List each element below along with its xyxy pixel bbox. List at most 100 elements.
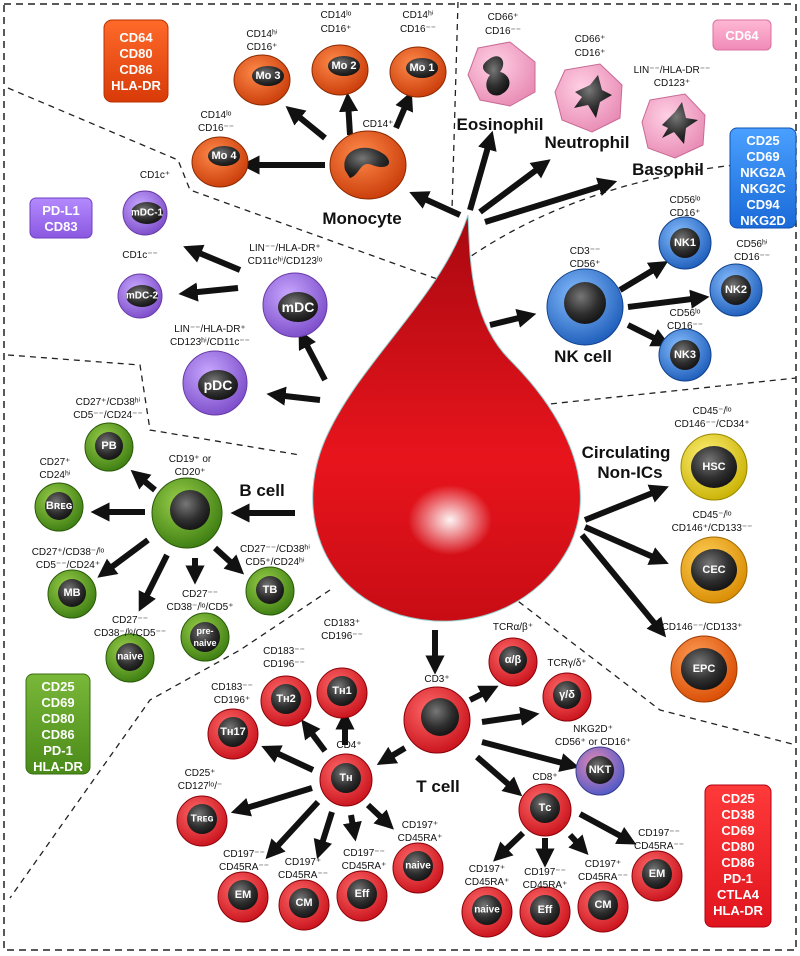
mo3-marker-2: CD16⁺ [247, 42, 278, 53]
mo4-marker-2: CD16⁻⁻ [198, 123, 234, 134]
non-ic-label-2: Non-ICs [597, 463, 662, 482]
nk-label: NK cell [554, 347, 612, 366]
eosinophil-marker-1: CD66⁺ [488, 12, 519, 23]
pdc-cell[interactable]: pDC [182, 350, 248, 416]
tc-cm-label: CM [594, 899, 611, 911]
th2-label: Tʜ2 [276, 693, 295, 705]
prenaive-label-2: naive [193, 638, 216, 648]
th-naive-label: naive [405, 861, 431, 872]
tb-cell[interactable]: TB [245, 566, 295, 616]
nkt-label: NKT [589, 764, 612, 776]
nk1-cell[interactable]: NK1 [658, 216, 712, 270]
mo3-marker-1: CD14ʰⁱ [246, 29, 277, 40]
th17-marker-2: CD196⁺ [214, 695, 250, 706]
mdc2-marker: CD1c⁻⁻ [122, 250, 158, 261]
mb-cell[interactable]: MB [47, 569, 97, 619]
epc-cell[interactable]: EPC [670, 635, 738, 703]
mdc1-cell[interactable]: mDC-1 [122, 190, 168, 236]
bcell-marker-2: CD20⁺ [175, 467, 206, 478]
nk-marker-2: CD56⁺ [570, 259, 601, 270]
th17-marker-1: CD183⁻⁻ [211, 682, 253, 693]
th-cm-marker-2: CD45RA⁻⁻ [278, 870, 328, 881]
nk3-cell[interactable]: NK3 [658, 328, 712, 382]
granulocyte-group: CD66⁺ CD16⁻⁻ Eosinophil CD66⁺ CD16⁺ Neut… [457, 12, 772, 179]
th-cell[interactable]: Tʜ [319, 753, 373, 807]
treg-marker-1: CD25⁺ [185, 768, 216, 779]
neutrophil-marker-2: CD16⁺ [575, 48, 606, 59]
breg-cell[interactable]: Bʀᴇɢ [34, 482, 84, 532]
bnaive-label: naive [117, 652, 143, 663]
th-cm-marker-1: CD197⁺ [285, 857, 321, 868]
mo1-cell[interactable]: Mo 1 [389, 46, 447, 98]
treg-cell[interactable]: Tʀᴇɢ [176, 795, 228, 847]
nk1-marker-1: CD56ˡᵒ [670, 195, 701, 206]
th-cm-cell[interactable]: CM [278, 879, 330, 931]
th-naive-cell[interactable]: naive [392, 842, 444, 894]
mdc-cell[interactable]: mDC [262, 272, 328, 338]
nkt-cell[interactable]: NKT [575, 746, 625, 796]
mo4-marker-1: CD14ˡᵒ [201, 110, 232, 121]
tc-marker: CD8⁺ [532, 772, 557, 783]
neutrophil-cell[interactable] [554, 63, 623, 133]
th1-cell[interactable]: Tʜ1 [316, 667, 368, 719]
mo4-label: Mo 4 [211, 150, 237, 162]
tc-eff-cell[interactable]: Eff [519, 886, 571, 938]
svg-text:CD86: CD86 [41, 727, 74, 742]
tc-cm-cell[interactable]: CM [577, 881, 629, 933]
monocyte-cell[interactable] [329, 130, 407, 200]
th-em-cell[interactable]: EM [217, 871, 269, 923]
bcell-label: B cell [239, 481, 284, 500]
th-eff-cell[interactable]: Eff [336, 870, 388, 922]
mo4-cell[interactable]: Mo 4 [191, 136, 249, 188]
mo3-cell[interactable]: Mo 3 [233, 54, 291, 106]
pb-marker-1: CD27⁺/CD38ʰⁱ [76, 397, 141, 408]
bnaive-cell[interactable]: naive [105, 633, 155, 683]
svg-text:CD69: CD69 [746, 149, 779, 164]
nk2-cell[interactable]: NK2 [709, 263, 763, 317]
tc-naive-marker-2: CD45RA⁺ [465, 877, 510, 888]
bcell-cell[interactable] [151, 477, 223, 549]
hsc-cell[interactable]: HSC [680, 433, 748, 501]
prenaive-cell[interactable]: pre- naive [180, 612, 230, 662]
th-em-marker-2: CD45RA⁻⁻ [219, 862, 269, 873]
tc-cell[interactable]: Tᴄ [518, 783, 572, 837]
cec-label: CEC [702, 564, 725, 576]
mdc1-label: mDC-1 [131, 208, 164, 219]
svg-text:PD-L1: PD-L1 [42, 203, 80, 218]
th2-cell[interactable]: Tʜ2 [260, 675, 312, 727]
basophil-cell[interactable] [641, 93, 706, 159]
gd-cell[interactable]: γ/δ [542, 672, 592, 722]
ab-cell[interactable]: α/β [488, 637, 538, 687]
bnaive-marker-1: CD27⁻⁻ [112, 615, 148, 626]
tcell-cell[interactable] [403, 686, 471, 754]
cec-cell[interactable]: CEC [680, 536, 748, 604]
nk-marker-1: CD3⁻⁻ [570, 246, 601, 257]
th2-marker-2: CD196⁻⁻ [263, 659, 305, 670]
svg-text:CD25: CD25 [721, 791, 754, 806]
svg-text:CD94: CD94 [746, 197, 780, 212]
epc-marker: CD146⁻⁻/CD133⁺ [662, 622, 743, 633]
nk3-marker-1: CD56ˡᵒ [670, 308, 701, 319]
tc-eff-marker-2: CD45RA⁺ [523, 880, 568, 891]
th-marker: CD4⁺ [336, 740, 361, 751]
prenaive-label-1: pre- [196, 626, 213, 636]
svg-text:CD38: CD38 [721, 807, 754, 822]
pb-cell[interactable]: PB [84, 422, 134, 472]
tc-em-cell[interactable]: EM [631, 850, 683, 902]
pb-label: PB [101, 440, 116, 452]
pdc-label: pDC [204, 377, 233, 393]
th17-cell[interactable]: Tʜ17 [207, 708, 259, 760]
tc-cm-marker-2: CD45RA⁻⁻ [578, 872, 628, 883]
tb-marker-2: CD5⁺/CD24ʰⁱ [245, 557, 304, 568]
neutrophil-marker-1: CD66⁺ [575, 34, 606, 45]
eosinophil-cell[interactable] [467, 41, 536, 107]
nk2-marker-1: CD56ʰⁱ [736, 239, 767, 250]
mo2-cell[interactable]: Mo 2 [311, 44, 369, 96]
hsc-marker-1: CD45⁻/ˡᵒ [693, 406, 732, 417]
tc-naive-cell[interactable]: naive [461, 886, 513, 938]
nk-cell[interactable] [546, 268, 624, 346]
svg-text:CD69: CD69 [41, 695, 74, 710]
mdc2-cell[interactable]: mDC-2 [117, 273, 163, 319]
svg-text:NKG2C: NKG2C [740, 181, 786, 196]
nk-group: CD3⁻⁻ CD56⁺ NK cell NK1 CD56ˡᵒ CD16⁺ NK2… [546, 127, 797, 382]
